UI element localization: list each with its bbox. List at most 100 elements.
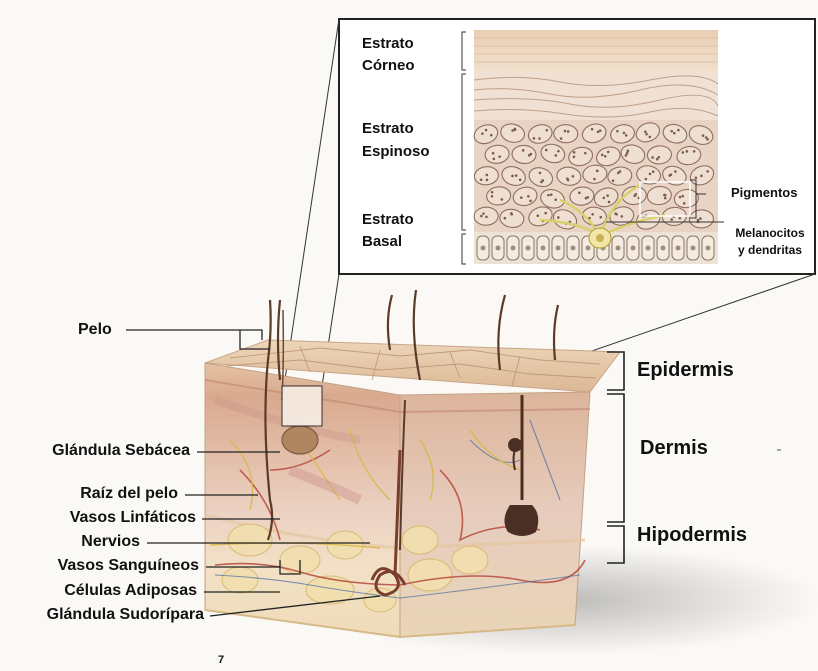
label-estrato-basal-1: Estrato — [362, 211, 414, 229]
pigment-granule — [567, 130, 570, 133]
pigment-granule — [593, 178, 596, 181]
pigment-granule — [572, 175, 575, 178]
basal-nucleus — [691, 246, 696, 251]
label-dermis: Dermis — [640, 436, 708, 460]
pigment-granule — [626, 152, 629, 155]
pigment-granule — [490, 134, 493, 137]
pigment-granule — [645, 178, 648, 181]
pigment-granule — [504, 217, 507, 220]
pigment-granule — [695, 176, 698, 179]
pigment-granule — [612, 179, 615, 182]
basal-nucleus — [571, 246, 576, 251]
basal-nucleus — [631, 246, 636, 251]
label-vasos-sanguineos: Vasos Sanguíneos — [8, 556, 199, 575]
pigment-granule — [599, 129, 602, 132]
pigment-granule — [599, 216, 602, 219]
basal-nucleus — [661, 246, 666, 251]
label-glandula-sebacea: Glándula Sebácea — [8, 441, 190, 460]
pigment-granule — [515, 174, 518, 177]
pigment-granule — [614, 212, 617, 215]
pigment-granule — [491, 195, 494, 198]
pigment-granule — [591, 128, 594, 131]
pigment-granule — [608, 201, 611, 204]
label-glandula-sudoripara: Glándula Sudorípara — [8, 605, 204, 624]
pigment-granule — [527, 195, 530, 198]
pigment-granule — [539, 172, 542, 175]
pigment-granule — [520, 196, 523, 199]
keratinocyte-cell — [553, 124, 578, 143]
pigment-granule — [536, 214, 539, 217]
pigment-granule — [485, 129, 488, 132]
pigment-granule — [492, 152, 495, 155]
pigment-granule — [564, 130, 567, 133]
pigment-granule — [591, 213, 594, 216]
pigment-granule — [493, 158, 496, 161]
footnote-number: 7 — [218, 654, 224, 667]
pigment-granule — [545, 149, 548, 152]
basal-nucleus — [481, 246, 486, 251]
pigment-granule — [678, 217, 681, 220]
pigment-granule — [651, 156, 654, 159]
pigment-granule — [601, 154, 604, 157]
label-estrato-espinoso-1: Estrato — [362, 120, 414, 138]
pigment-granule — [645, 133, 648, 136]
pigment-granule — [670, 130, 673, 133]
pigment-granule — [573, 156, 576, 159]
basal-nucleus — [556, 246, 561, 251]
pigment-granule — [682, 195, 685, 198]
pigment-granule — [573, 151, 576, 154]
pigment-granule — [674, 170, 677, 173]
basal-nucleus — [616, 246, 621, 251]
pigment-granule — [544, 212, 547, 215]
pigment-granule — [584, 152, 587, 155]
pigment-granule — [607, 151, 610, 154]
pigment-granule — [510, 212, 513, 215]
pigment-granule — [547, 194, 550, 197]
pigment-granule — [620, 215, 623, 218]
pigment-granule — [656, 158, 659, 161]
pigment-granule — [533, 137, 536, 140]
pigment-granule — [705, 136, 708, 139]
label-melanocitos-2: y dendritas — [726, 243, 814, 257]
pigment-granule — [480, 178, 483, 181]
pigment-granule — [670, 218, 673, 221]
pigment-granule — [501, 198, 504, 201]
label-raiz-pelo: Raíz del pelo — [8, 484, 178, 503]
pigment-granule — [702, 134, 705, 137]
pigment-granule — [511, 129, 514, 132]
pigment-granule — [554, 198, 557, 201]
label-estrato-corneo-2: Córneo — [362, 57, 415, 75]
pigment-granule — [486, 179, 489, 182]
basal-nucleus — [526, 246, 531, 251]
pigment-granule — [485, 216, 488, 219]
pigment-granule — [649, 136, 652, 139]
label-celulas-adiposas: Células Adiposas — [8, 581, 197, 600]
basal-nucleus — [496, 246, 501, 251]
pigment-granule — [700, 175, 703, 178]
pigment-granule — [617, 172, 620, 175]
pigment-granule — [528, 154, 531, 157]
pigment-granule — [652, 170, 655, 173]
hair-bulb — [504, 505, 538, 536]
pigment-granule — [706, 170, 709, 173]
pigment-granule — [557, 150, 560, 153]
sebaceous-gland — [282, 426, 318, 454]
label-vasos-linfaticos: Vasos Linfáticos — [8, 508, 196, 527]
pigment-granule — [677, 129, 680, 132]
pigment-granule — [606, 194, 609, 197]
estrato-corneo-region — [474, 30, 718, 72]
pigment-granule — [604, 155, 607, 158]
pigment-granule — [664, 197, 667, 200]
label-hipodermis: Hipodermis — [637, 523, 747, 547]
label-melanocitos-1: Melanocitos — [726, 226, 814, 240]
pigment-granule — [625, 134, 628, 137]
pigment-granule — [627, 150, 630, 153]
pigment-granule — [682, 151, 685, 154]
pigment-granule — [635, 193, 638, 196]
pigment-granule — [546, 129, 549, 132]
pigment-granule — [616, 130, 619, 133]
pigment-granule — [699, 217, 702, 220]
pigment-granule — [511, 175, 514, 178]
pigment-granule — [538, 137, 541, 140]
zoom-area-marker — [282, 386, 322, 426]
